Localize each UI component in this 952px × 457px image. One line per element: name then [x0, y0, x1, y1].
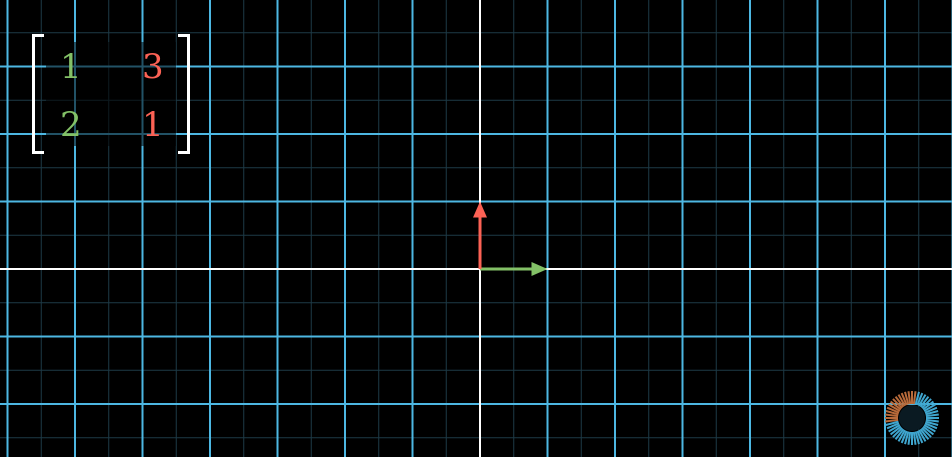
- matrix-entry-r2-c1: 2: [60, 105, 82, 145]
- matrix-right-bracket: [178, 34, 190, 154]
- matrix-left-bracket: [32, 34, 44, 154]
- matrix-entry-r2-c2: 1: [142, 105, 164, 145]
- loading-spinner-icon: [885, 391, 939, 445]
- i-hat-vector: [480, 262, 548, 276]
- matrix-backing: [46, 42, 176, 146]
- basis-vectors: [473, 201, 548, 276]
- j-hat-vector: [473, 201, 487, 269]
- matrix-entry-r1-c1: 1: [60, 47, 82, 87]
- transformation-matrix: 1 2 3 1: [32, 34, 190, 156]
- matrix-entry-r1-c2: 3: [142, 47, 164, 87]
